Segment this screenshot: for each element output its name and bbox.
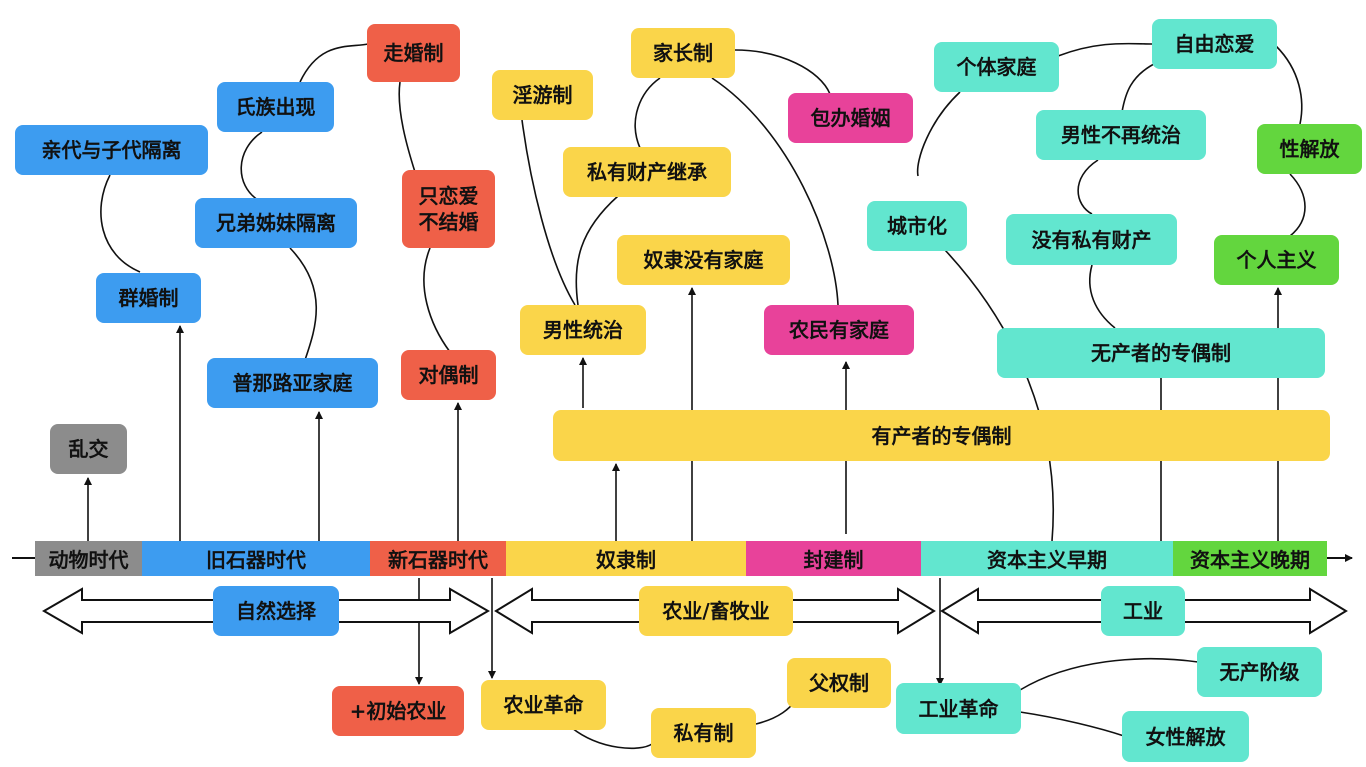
link-individual-to-urban	[916, 91, 961, 177]
link-urban-to-earlycap	[944, 249, 1054, 542]
stage-label-natural-selection: 自然选择	[213, 586, 339, 636]
node-patriarchy: 父权制	[787, 658, 891, 708]
node-generation-separation: 亲代与子代隔离	[15, 125, 208, 175]
node-free-love: 自由恋爱	[1152, 19, 1277, 69]
node-private-ownership: 私有制	[651, 708, 756, 758]
node-private-property-inheritance: 私有财产继承	[563, 147, 731, 197]
node-proletarian-monogamy: 无产者的专偶制	[997, 328, 1325, 378]
node-promiscuous-system: 淫游制	[492, 70, 593, 120]
node-individualism: 个人主义	[1214, 235, 1339, 285]
node-walking-marriage: 走婚制	[367, 24, 460, 82]
node-slaves-no-family: 奴隶没有家庭	[617, 235, 790, 285]
node-urbanization: 城市化	[867, 201, 967, 251]
node-no-private-property: 没有私有财产	[1006, 214, 1177, 265]
era-paleolithic: 旧石器时代	[142, 541, 370, 576]
link-household-to-inheritance	[634, 77, 661, 149]
node-male-dominance: 男性统治	[520, 305, 646, 355]
node-patriarchal-household: 家长制	[631, 28, 735, 78]
node-propertied-monogamy: 有产者的专偶制	[553, 410, 1330, 461]
link-love-to-pairing	[423, 247, 451, 353]
node-punaluan-family: 普那路亚家庭	[207, 358, 378, 408]
node-individual-family: 个体家庭	[934, 42, 1059, 92]
node-sibling-separation: 兄弟姊妹隔离	[195, 198, 357, 248]
node-clan-emergence: 氏族出现	[217, 82, 334, 132]
link-freelove-to-sexlib	[1275, 45, 1303, 125]
node-promiscuity: 乱交	[50, 424, 127, 474]
link-noproperty-to-proletarian	[1088, 264, 1116, 329]
link-clan-to-walking	[299, 43, 369, 83]
link-walking-to-love	[398, 81, 416, 173]
node-industrial-revolution: 工业革命	[896, 683, 1021, 734]
node-group-marriage: 群婚制	[96, 273, 201, 323]
link-individual-to-freelove	[1057, 42, 1153, 57]
node-early-agriculture: +初始农业	[332, 686, 464, 736]
link-agrirev-to-private	[571, 727, 653, 750]
era-late-capitalism: 资本主义晚期	[1173, 541, 1327, 576]
stage-label-agriculture: 农业/畜牧业	[639, 586, 793, 636]
node-pairing-marriage: 对偶制	[401, 350, 496, 400]
era-neolithic: 新石器时代	[370, 541, 506, 576]
era-early-capitalism: 资本主义早期	[921, 541, 1173, 576]
link-sibling-to-punaluan	[289, 247, 318, 361]
link-promiscuous-to-male	[521, 119, 576, 306]
link-inheritance-to-male	[575, 195, 619, 306]
node-agricultural-revolution: 农业革命	[481, 680, 606, 730]
node-proletariat: 无产阶级	[1197, 647, 1322, 697]
link-household-to-arranged	[734, 49, 831, 95]
link-household-to-peasants	[711, 77, 839, 306]
stage-label-industry: 工业	[1101, 586, 1185, 636]
link-clan-to-sibling	[240, 131, 263, 201]
link-sexlib-to-individualism	[1289, 173, 1306, 237]
link-freelove-to-nomale	[1121, 61, 1159, 113]
era-animal: 动物时代	[35, 541, 142, 576]
node-womens-liberation: 女性解放	[1122, 711, 1249, 762]
link-revolution-to-proletariat	[1019, 658, 1199, 691]
node-peasants-have-family: 农民有家庭	[764, 305, 914, 355]
link-revolution-to-women	[1019, 711, 1125, 737]
era-feudalism: 封建制	[746, 541, 921, 576]
link-nomale-to-noproperty	[1077, 159, 1099, 215]
node-no-more-male-dominance: 男性不再统治	[1036, 110, 1206, 160]
node-arranged-marriage: 包办婚姻	[788, 93, 913, 143]
era-slavery: 奴隶制	[506, 541, 746, 576]
link-generation-to-group	[100, 174, 141, 273]
node-sexual-liberation: 性解放	[1257, 124, 1362, 174]
node-love-without-marriage: 只恋爱 不结婚	[402, 170, 495, 248]
